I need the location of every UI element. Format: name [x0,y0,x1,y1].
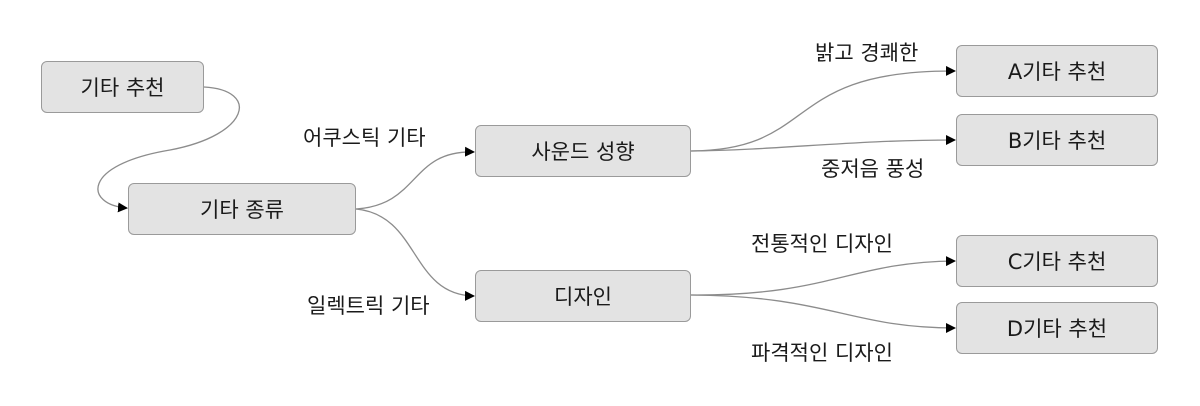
edge-guitar-type-to-design [355,208,475,301]
node-guitar-recommendation: 기타 추천 [41,61,204,113]
node-sound-tendency: 사운드 성향 [475,125,691,177]
edge-guitar-type-to-sound [355,146,475,210]
node-guitar-type: 기타 종류 [128,183,356,235]
node-rec-a: A기타 추천 [956,45,1158,97]
node-rec-d: D기타 추천 [956,302,1158,354]
edge-sound-to-rec-a [690,65,956,152]
edge-label-electric: 일렉트릭 기타 [307,294,430,318]
edge-label-acoustic: 어쿠스틱 기타 [303,126,426,150]
node-rec-b: B기타 추천 [956,114,1158,166]
node-rec-c: C기타 추천 [956,235,1158,287]
edge-design-to-rec-c [690,256,956,296]
edge-label-traditional: 전통적인 디자인 [751,232,893,256]
edge-start-to-guitar-type [97,86,240,213]
edge-design-to-rec-d [690,294,956,333]
edge-label-mid-low: 중저음 풍성 [821,157,925,181]
edge-label-bright: 밝고 경쾌한 [815,41,919,65]
node-design: 디자인 [475,270,691,322]
edge-sound-to-rec-b [690,135,956,152]
edge-label-unconventional: 파격적인 디자인 [751,341,893,365]
